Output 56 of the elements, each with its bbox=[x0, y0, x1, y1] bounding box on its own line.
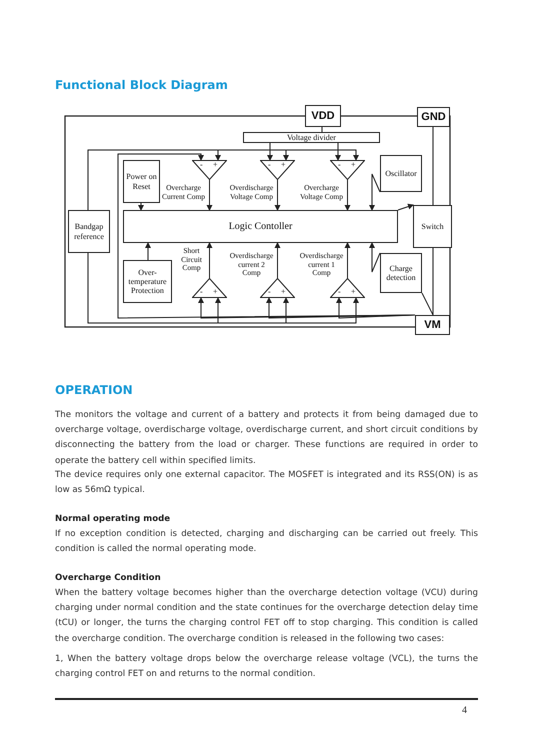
paragraph: 1, When the battery voltage drops below the overcharge release voltage (VCL), the turns the charging control FET on and returns to the normal condition. bbox=[55, 653, 478, 682]
paragraph: When the battery voltage becomes higher than the overcharge detection voltage (VCU) during charging under normal condition and the state continues for the overcharge detection delay time (tCU) or longer, the turns the charging control FET off to stop charging. This condition is called the overcharge condition. The overcharge condition is released in the following two cases: bbox=[55, 587, 478, 646]
minus-sign: - bbox=[268, 288, 271, 296]
arrow bbox=[274, 180, 280, 211]
plus-sign: + bbox=[213, 288, 218, 296]
minus-sign: - bbox=[268, 161, 271, 169]
paragraph: The device requires only one external capacitor. The MOSFET is integrated and its RSS(ON) is as low as 56mΩ typical. bbox=[55, 469, 478, 498]
section-heading: OPERATION bbox=[55, 383, 133, 397]
plus-sign: + bbox=[281, 288, 286, 296]
arrow bbox=[336, 297, 416, 319]
paragraph: The monitors the voltage and current of a battery and protects it from being damaged due to overcharge voltage, overdischarge voltage, overdischarge current, and short circuit conditions by disconnecting the battery from the load or charger. These functions are required in order to operate the battery cell within specified limits. bbox=[55, 409, 478, 468]
comparator-symbol bbox=[260, 160, 295, 180]
minus-sign: - bbox=[200, 288, 203, 296]
arrow bbox=[344, 242, 350, 278]
block-box: Over-temperature Protection bbox=[123, 260, 172, 303]
pin-box: VDD bbox=[305, 105, 341, 127]
arrow bbox=[206, 180, 212, 211]
minus-sign: - bbox=[338, 161, 341, 169]
connection-line bbox=[432, 126, 434, 206]
comparator-symbol bbox=[192, 160, 227, 180]
arrow bbox=[274, 242, 280, 278]
section-heading: Functional Block Diagram bbox=[55, 78, 228, 92]
arrow bbox=[369, 174, 380, 211]
comparator-symbol bbox=[260, 278, 295, 298]
plus-sign: + bbox=[213, 161, 218, 169]
plus-sign: + bbox=[351, 288, 356, 296]
plus-sign: + bbox=[351, 161, 356, 169]
subheading: Overcharge Condition bbox=[55, 572, 162, 585]
block-box: Charge detection bbox=[380, 253, 422, 293]
block-box: Voltage divider bbox=[243, 132, 380, 143]
arrow bbox=[369, 242, 380, 272]
block-box: Bandgap reference bbox=[68, 210, 110, 253]
minus-sign: - bbox=[200, 161, 203, 169]
arrow bbox=[267, 142, 273, 161]
comparator-symbol bbox=[330, 160, 365, 180]
arrow bbox=[398, 204, 414, 210]
pin-box: GND bbox=[417, 107, 450, 127]
minus-sign: - bbox=[338, 288, 341, 296]
arrow bbox=[335, 142, 341, 161]
block-box: Power on Reset bbox=[123, 160, 160, 203]
block-box: Switch bbox=[413, 205, 452, 248]
controller-block: Logic Contoller bbox=[123, 210, 398, 243]
block-box: Oscillator bbox=[380, 155, 422, 192]
comparator-symbol bbox=[330, 278, 365, 298]
subheading: Normal operating mode bbox=[55, 513, 172, 526]
connection-line bbox=[422, 292, 434, 316]
paragraph: If no exception condition is detected, charging and discharging can be carried out freely. This condition is called the normal operating mode. bbox=[55, 528, 478, 556]
page-number: 4 bbox=[462, 704, 467, 718]
arrow bbox=[145, 242, 151, 260]
plus-sign: + bbox=[281, 161, 286, 169]
comparator-symbol bbox=[192, 278, 227, 298]
connection-line bbox=[432, 248, 434, 316]
pin-box: VM bbox=[415, 315, 450, 335]
arrow bbox=[138, 202, 144, 211]
arrow bbox=[344, 180, 350, 211]
arrow bbox=[206, 242, 212, 278]
